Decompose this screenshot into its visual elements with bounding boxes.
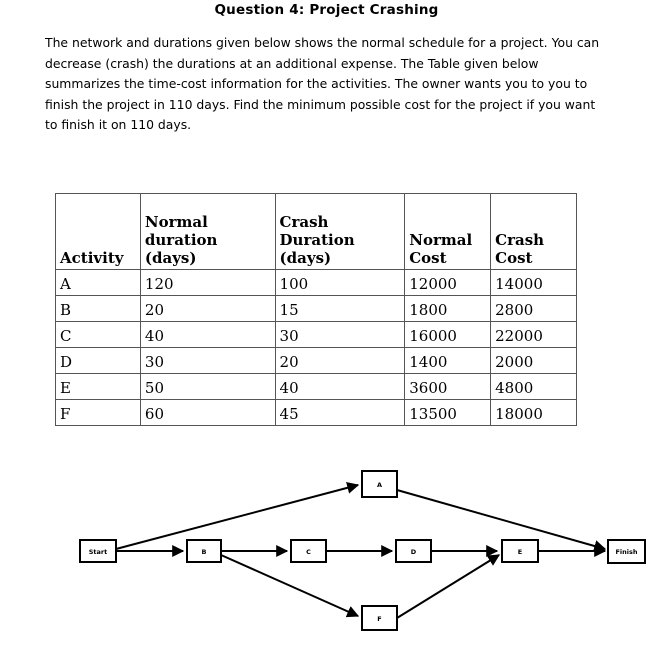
cell-normal-cost: 1400 xyxy=(404,347,492,374)
cell-normal-cost: 1800 xyxy=(404,295,492,322)
cell-activity: F xyxy=(55,399,141,426)
diagram-node-f-label: F xyxy=(377,615,381,623)
diagram-node-b[interactable]: B xyxy=(186,539,222,563)
page-title: Question 4: Project Crashing xyxy=(214,2,439,18)
cell-normal-duration: 50 xyxy=(139,373,276,400)
edge-start-to-a xyxy=(115,481,360,550)
cell-activity: C xyxy=(55,321,141,348)
cell-activity: A xyxy=(55,269,141,296)
cell-crash-cost: 4800 xyxy=(490,373,577,400)
edge-a-to-finish xyxy=(396,489,607,552)
diagram-node-a-label: A xyxy=(377,481,382,489)
cell-normal-duration: 60 xyxy=(139,399,276,426)
cell-crash-cost: 14000 xyxy=(490,269,577,296)
diagram-node-c[interactable]: C xyxy=(290,539,327,563)
diagram-node-finish-label: Finish xyxy=(615,548,637,556)
cell-activity: D xyxy=(55,347,141,374)
column-header-activity: Activity xyxy=(55,193,141,270)
edge-f-to-e xyxy=(396,554,501,619)
cell-normal-duration: 40 xyxy=(139,321,276,348)
diagram-node-finish[interactable]: Finish xyxy=(607,539,646,564)
cell-crash-duration: 20 xyxy=(274,347,406,374)
diagram-node-b-label: B xyxy=(202,548,207,556)
cell-crash-duration: 40 xyxy=(274,373,406,400)
diagram-node-d-label: D xyxy=(411,548,417,556)
cell-normal-duration: 20 xyxy=(139,295,276,322)
cell-crash-cost: 22000 xyxy=(490,321,577,348)
cell-crash-duration: 15 xyxy=(274,295,406,322)
cell-activity: B xyxy=(55,295,141,322)
diagram-node-e-label: E xyxy=(518,548,522,556)
project-network-diagram: Start B A C D F E Finish xyxy=(0,450,653,661)
cell-crash-cost: 2000 xyxy=(490,347,577,374)
cell-crash-duration: 30 xyxy=(274,321,406,348)
diagram-node-start[interactable]: Start xyxy=(79,539,117,563)
cell-crash-cost: 2800 xyxy=(490,295,577,322)
cell-crash-duration: 45 xyxy=(274,399,406,426)
cell-normal-cost: 13500 xyxy=(404,399,492,426)
intro-paragraph: The network and durations given below sh… xyxy=(45,35,600,132)
cell-normal-cost: 16000 xyxy=(404,321,492,348)
diagram-node-e[interactable]: E xyxy=(501,539,539,563)
cell-crash-duration: 100 xyxy=(274,269,406,296)
cell-crash-cost: 18000 xyxy=(490,399,577,426)
cell-activity: E xyxy=(55,373,141,400)
diagram-node-a[interactable]: A xyxy=(361,470,398,498)
edge-b-to-f xyxy=(220,554,360,618)
cell-normal-duration: 30 xyxy=(139,347,276,374)
diagram-node-d[interactable]: D xyxy=(395,539,432,563)
diagram-node-c-label: C xyxy=(306,548,311,556)
cell-normal-cost: 12000 xyxy=(404,269,492,296)
cell-normal-cost: 3600 xyxy=(404,373,492,400)
diagram-node-start-label: Start xyxy=(89,548,108,556)
diagram-node-f[interactable]: F xyxy=(361,605,398,631)
cell-normal-duration: 120 xyxy=(139,269,276,296)
